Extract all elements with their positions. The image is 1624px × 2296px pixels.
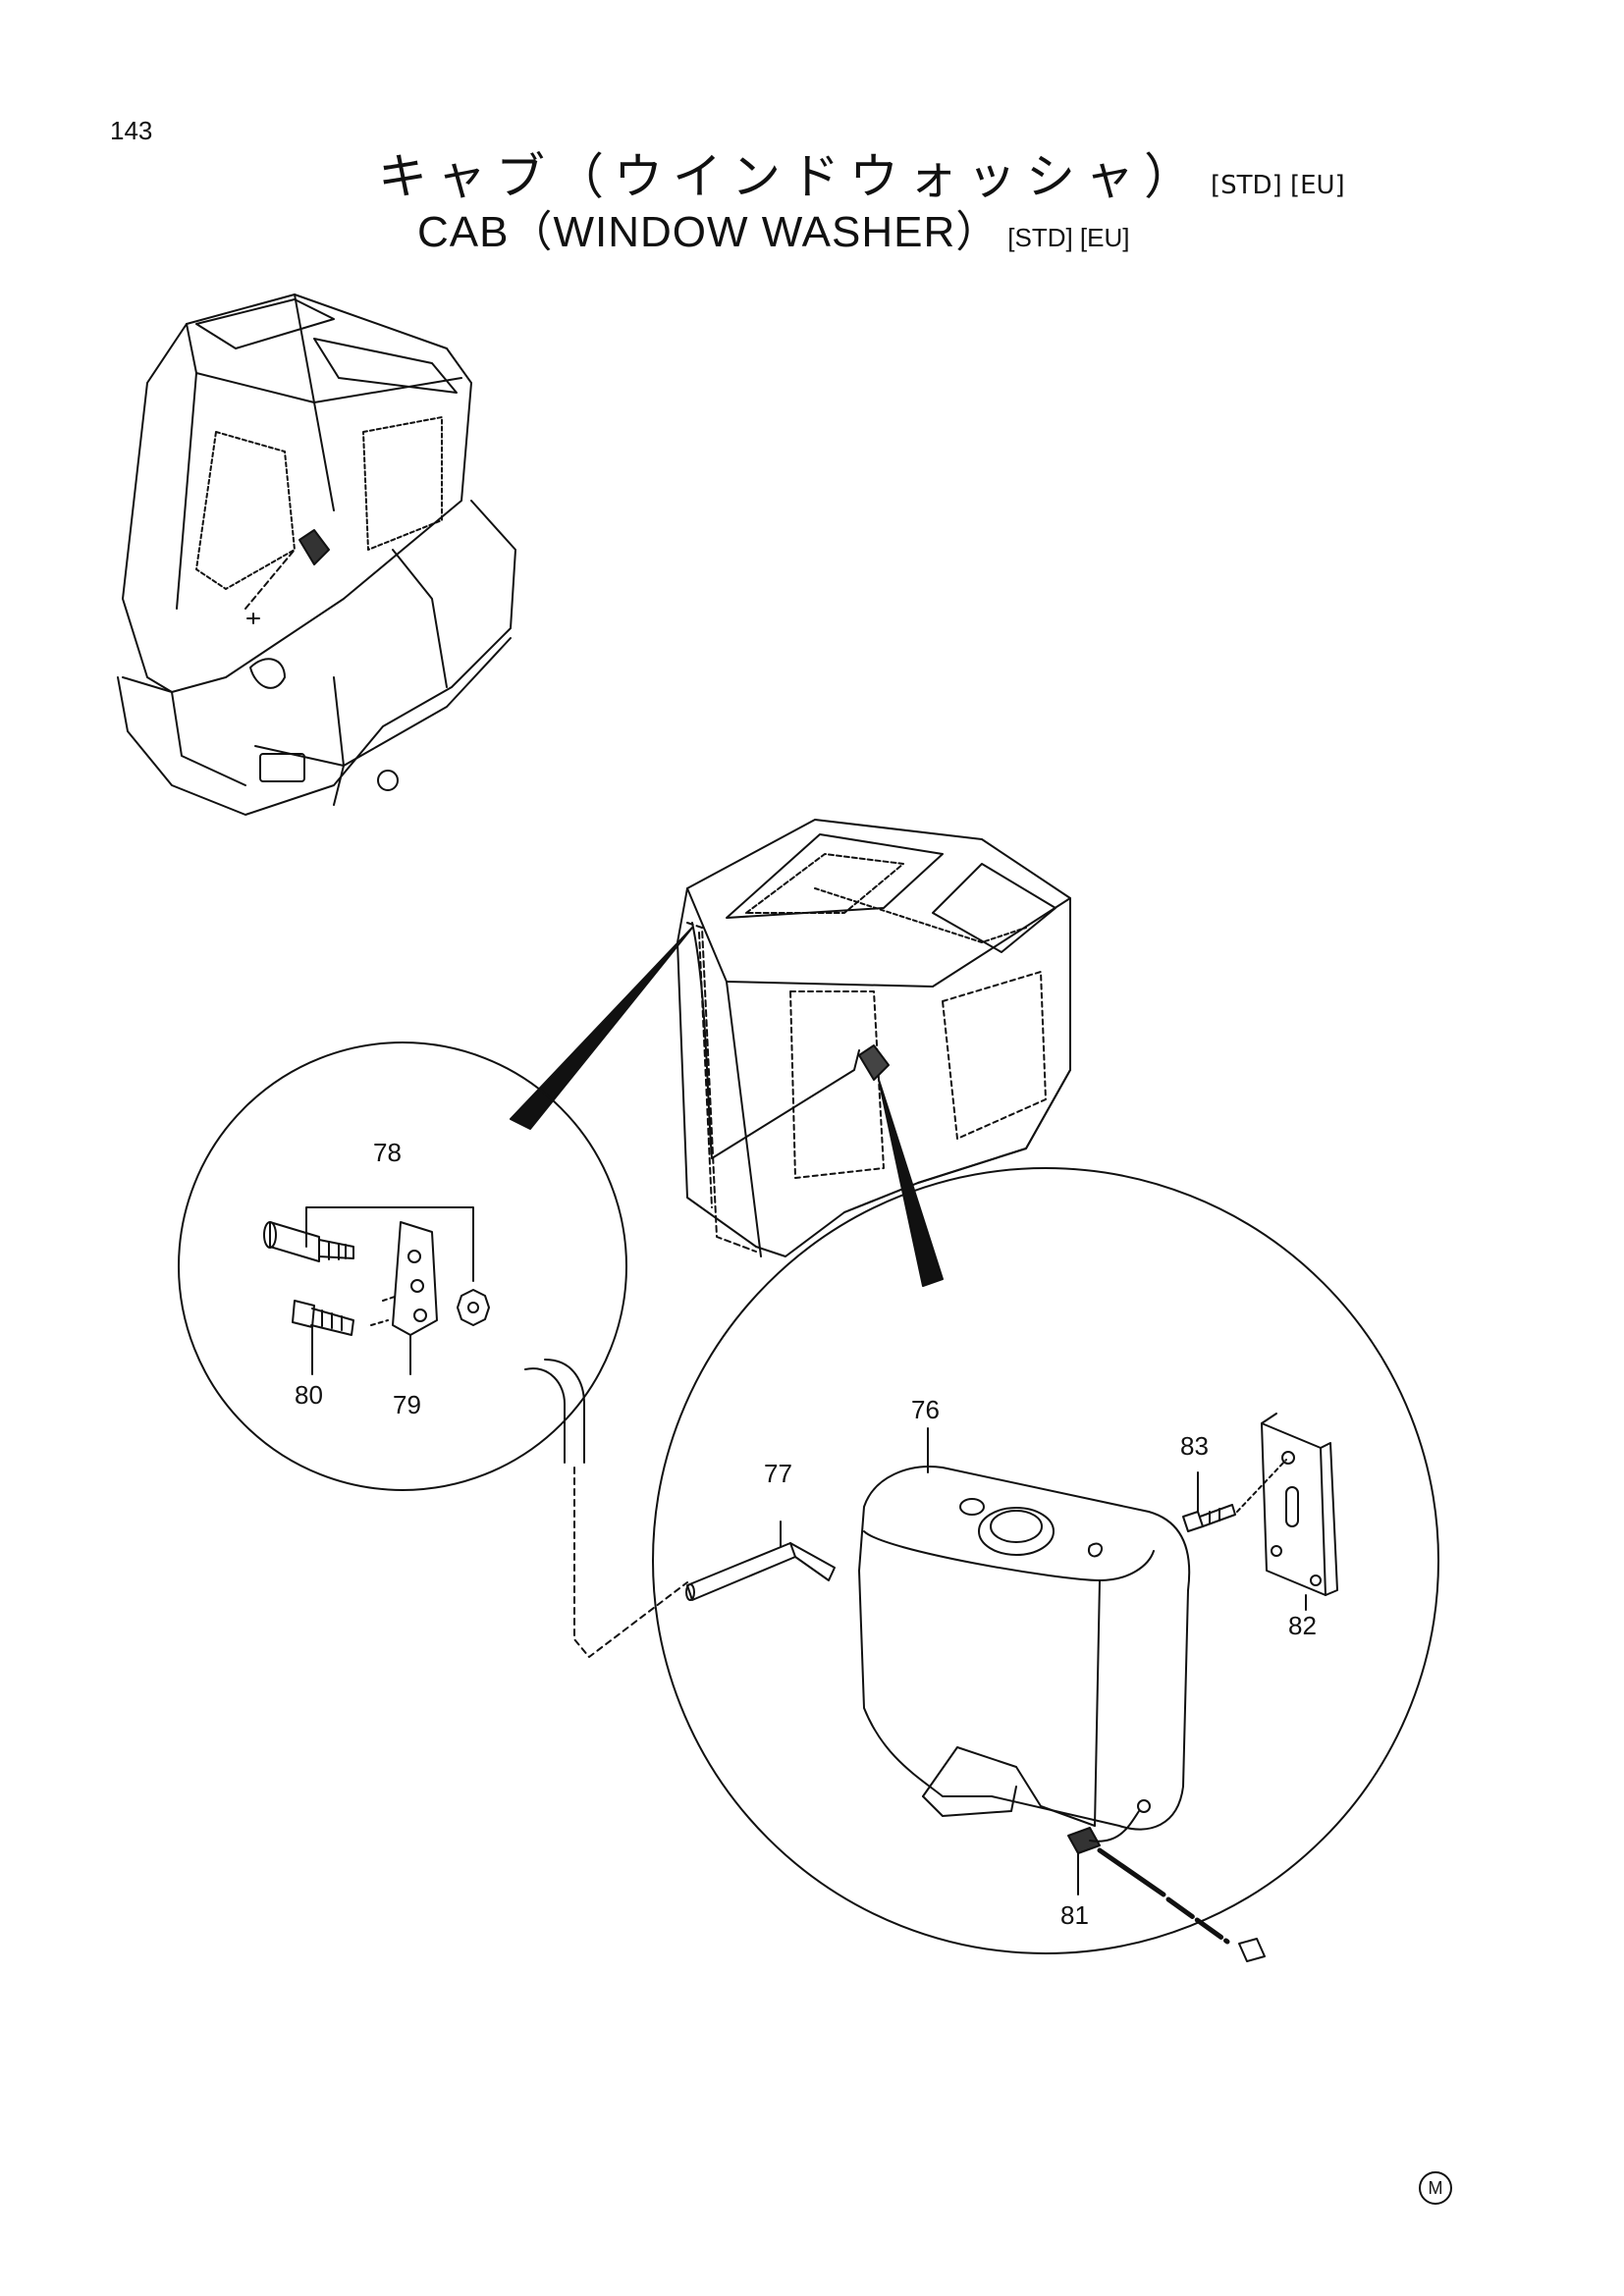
hose-line-icon xyxy=(524,1367,566,1464)
callout-83: 83 xyxy=(1180,1431,1209,1461)
harness-connector-icon xyxy=(1067,1799,1266,1962)
detail-circle-tank xyxy=(652,1167,1439,1954)
callout-81: 81 xyxy=(1060,1900,1089,1930)
callout-77: 77 xyxy=(764,1459,792,1488)
screw-icon xyxy=(292,1300,354,1336)
title-japanese-text: キャブ（ウインドウォッシャ） xyxy=(378,148,1203,205)
hose-icon xyxy=(685,1542,836,1601)
washer-tank-icon xyxy=(858,1466,1191,1831)
title-english-tags: [STD] [EU] xyxy=(1007,223,1130,252)
leader-wedge-nozzle xyxy=(510,927,693,1130)
callout-bracket-78 xyxy=(305,1206,474,1282)
title-english-text: CAB（WINDOW WASHER） xyxy=(417,208,1001,256)
cab-icon xyxy=(677,819,1071,1257)
bolt-icon xyxy=(1182,1504,1236,1532)
title-english: CAB（WINDOW WASHER）[STD] [EU] xyxy=(417,196,1130,259)
hose-line-icon-b xyxy=(544,1359,585,1464)
title-japanese: キャブ（ウインドウォッシャ） [STD] [EU] xyxy=(378,137,1345,208)
nozzle-icon xyxy=(263,1221,354,1262)
bracket-icon xyxy=(1261,1413,1338,1596)
callout-79: 79 xyxy=(393,1390,421,1419)
plate-icon xyxy=(392,1221,438,1336)
callout-76: 76 xyxy=(911,1395,940,1424)
assembly-dash-line xyxy=(370,1295,399,1326)
callout-80: 80 xyxy=(295,1380,323,1410)
bolt-dash-line xyxy=(1236,1459,1287,1513)
page-number: 143 xyxy=(110,116,153,145)
callout-82: 82 xyxy=(1288,1611,1317,1640)
detail-circle-nozzle xyxy=(178,1041,627,1491)
leader-wedge-tank xyxy=(878,1079,944,1287)
nut-icon xyxy=(457,1289,490,1326)
callout-78: 78 xyxy=(373,1138,402,1167)
maker-mark: M xyxy=(1419,2171,1452,2205)
title-japanese-tags: [STD] [EU] xyxy=(1211,171,1345,200)
hose-dash-icon xyxy=(573,1467,688,1658)
overview-cab-icon xyxy=(117,294,516,816)
